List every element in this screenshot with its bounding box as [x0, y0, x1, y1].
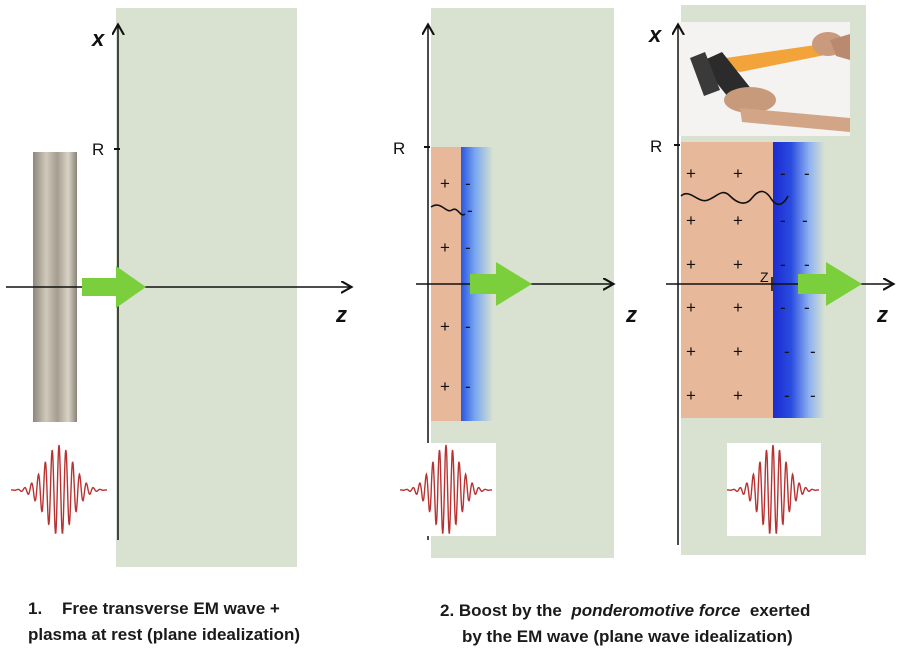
z-axis-label-3: z: [876, 302, 888, 327]
r-label-3: R: [650, 137, 662, 156]
panel-2: z R + - - + - + - + -: [393, 8, 637, 558]
plus-charge: +: [686, 386, 696, 405]
plus-charge: +: [686, 211, 696, 230]
caption-2-prefix: 2. Boost by the: [440, 601, 562, 620]
plus-charge: +: [733, 342, 743, 361]
propagation-arrow-2: [470, 262, 532, 306]
plus-charge: +: [733, 255, 743, 274]
panel-3: x z R Z + + - - + + - - + + - - + + - - …: [648, 5, 892, 555]
plus-charge: +: [733, 211, 743, 230]
minus-charge: -: [465, 377, 471, 396]
ion-layer-3: [681, 142, 775, 418]
minus-charge: -: [804, 255, 810, 274]
z-axis-label-1: z: [335, 302, 347, 327]
plus-charge: +: [733, 164, 743, 183]
minus-charge: -: [810, 386, 816, 405]
minus-charge: -: [465, 317, 471, 336]
plus-charge: +: [733, 386, 743, 405]
em-wave-packet-2: [400, 444, 492, 534]
minus-charge: -: [465, 238, 471, 257]
caption-2-line2: by the EM wave (plane wave idealization): [462, 627, 793, 646]
z-axis-label-2: z: [625, 302, 637, 327]
caption-2-suffix: exerted: [749, 601, 811, 620]
plus-charge: +: [686, 255, 696, 274]
em-wave-packet-1: [11, 444, 107, 534]
minus-charge: -: [780, 211, 786, 230]
charges-3: + + - - + + - - + + - - + + - - + + - - …: [686, 164, 816, 405]
caption-1-line1: Free transverse EM wave +: [62, 599, 280, 618]
plus-charge: +: [440, 377, 450, 396]
minus-charge: -: [784, 342, 790, 361]
plus-charge: +: [686, 164, 696, 183]
caption-2-emphasis: ponderomotive force: [571, 601, 741, 620]
plus-charge: +: [733, 298, 743, 317]
r-label-2: R: [393, 139, 405, 158]
x-axis-label-1: x: [91, 26, 105, 51]
caption-1-line2: plasma at rest (plane idealization): [28, 625, 301, 644]
panel-1: x z R: [6, 8, 350, 567]
plus-charge: +: [686, 342, 696, 361]
r-label-1: R: [92, 140, 104, 159]
slingshot-image: [679, 22, 850, 136]
minus-charge: -: [780, 255, 786, 274]
origin-mark-3: Z: [760, 269, 769, 285]
minus-charge: -: [804, 298, 810, 317]
plus-charge: +: [440, 238, 450, 257]
propagation-arrow-3: [798, 262, 862, 306]
charges-2: + - - + - + - + -: [440, 174, 473, 396]
minus-charge: -: [784, 386, 790, 405]
x-axis-label-3: x: [648, 22, 662, 47]
minus-charge: -: [780, 164, 786, 183]
wavy-line-2: [430, 204, 466, 216]
minus-charge: -: [467, 201, 473, 220]
minus-charge: -: [780, 298, 786, 317]
wavy-line-3: [680, 190, 789, 206]
caption-panel-2: 2. Boost by the ponderomotive force exer…: [440, 598, 900, 650]
minus-charge: -: [465, 174, 471, 193]
em-wave-packet-3: [727, 444, 819, 534]
caption-1-number: 1.: [28, 599, 43, 618]
plus-charge: +: [440, 174, 450, 193]
minus-charge: -: [804, 164, 810, 183]
minus-charge: -: [802, 211, 808, 230]
caption-panel-1: 1. Free transverse EM wave + plasma at re…: [28, 596, 388, 648]
plus-charge: +: [440, 317, 450, 336]
plus-charge: +: [686, 298, 696, 317]
propagation-arrow-1: [82, 266, 146, 308]
minus-charge: -: [810, 342, 816, 361]
